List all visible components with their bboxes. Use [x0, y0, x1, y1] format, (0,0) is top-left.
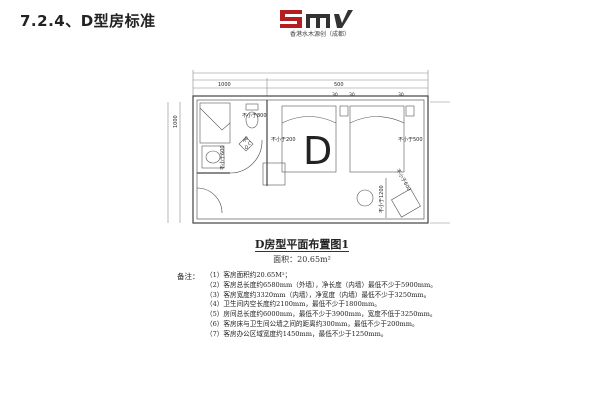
plan-caption: D房型平面布置图1	[0, 236, 604, 252]
page-title: 7.2.4、D型房标准	[20, 12, 156, 30]
note-item: （1）客房面积约20.65M²；	[206, 271, 292, 279]
label-min600-left: 不小于600	[219, 145, 226, 170]
logo-subtitle: 香港水木源创（成都）	[289, 31, 350, 38]
note-item: （2）客房总长度约6580mm（外墙），净长度（内墙）最低不少于5900mm。	[206, 280, 437, 289]
dim-bath-height: 1000	[173, 115, 179, 128]
plan-caption-text: D房型平面布置图1	[254, 238, 350, 252]
note-item: （6）客房床与卫生间公墙之间的距离约300mm，最低不少于200mm。	[206, 319, 419, 328]
note-item: （7）客房办公区域宽度约1450mm，最低不少于1250mm。	[206, 329, 388, 338]
room-letter: D	[303, 129, 332, 173]
label-min600-right: 不小于600	[394, 168, 412, 193]
floor-plan: 1000 500 30 30 30 1000 不小于800 不小于200 不小于…	[167, 70, 450, 224]
compass-a: A	[243, 138, 246, 143]
compass-c: C	[248, 141, 251, 146]
dim-gap-1: 30	[332, 92, 338, 98]
plan-area: 面积：20.65m²	[273, 255, 331, 264]
label-min200: 不小于200	[271, 136, 296, 143]
dim-bed-width: 500	[334, 82, 344, 88]
dim-gap-3: 30	[398, 92, 404, 98]
note-item: （3）客房宽度约3320mm（内墙），净宽度（内墙）最低不少于3250mm。	[206, 290, 431, 299]
notes-label: 备注：	[177, 272, 200, 281]
compass-d: D	[245, 145, 248, 150]
label-min1200: 不小于1200	[378, 185, 385, 213]
compass-b: B	[245, 136, 248, 141]
note-item: （4）卫生间内空长度约2100mm，最低不少于1800mm。	[206, 300, 381, 309]
label-min500: 不小于500	[398, 136, 423, 143]
label-min800: 不小于800	[242, 112, 267, 119]
dim-gap-2: 30	[349, 92, 355, 98]
notes-list: （1）客房面积约20.65M²； （2）客房总长度约6580mm（外墙），净长度…	[206, 271, 437, 340]
smy-logo	[280, 10, 353, 28]
dim-bath-width: 1000	[218, 82, 231, 88]
note-item: （5）房间总长度约6000mm，最低不少于3900mm，宽度不低于3250mm。	[206, 310, 437, 319]
